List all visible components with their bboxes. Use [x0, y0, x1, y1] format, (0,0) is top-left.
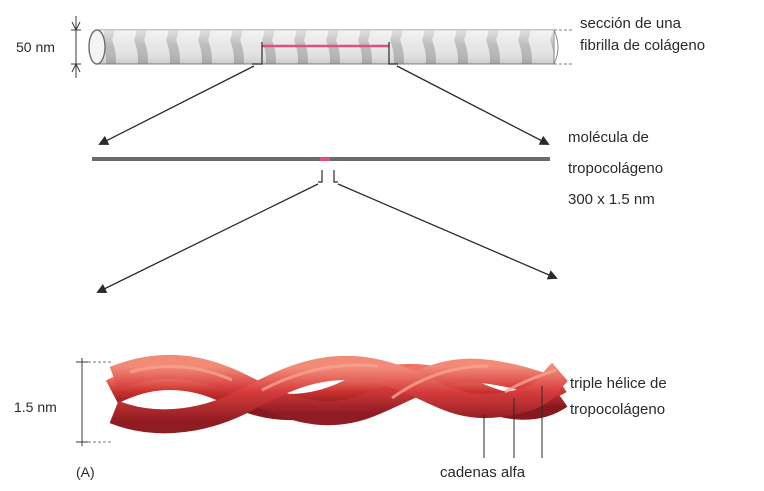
molecule-caption-line3: 300 x 1.5 nm	[568, 191, 655, 208]
molecule-zoom-bracket-right	[334, 170, 338, 182]
molecule-zoom-bracket-left	[318, 170, 322, 182]
fibril-diameter-label: 50 nm	[16, 39, 55, 55]
fibril-diameter-dimension: 50 nm	[16, 16, 81, 78]
molecule-caption-line1: molécula de	[568, 129, 649, 146]
helix-caption-line1: triple hélice de	[570, 375, 667, 392]
zoom-arrow-right-1	[397, 66, 548, 144]
zoom-arrow-left-1	[100, 66, 254, 144]
alpha-chains-label: cadenas alfa	[440, 464, 526, 481]
zoom-arrow-right-2	[338, 184, 556, 278]
molecule-caption-line2: tropocolágeno	[568, 160, 663, 177]
fibril-caption-line2: fibrilla de colágeno	[580, 37, 705, 54]
fibril-far-end	[554, 30, 558, 64]
zoom-arrow-left-2	[98, 184, 318, 292]
helix-diameter-label: 1.5 nm	[14, 399, 57, 415]
fibril-caption-line1: sección de una	[580, 15, 682, 32]
collagen-fibril	[89, 30, 558, 64]
fibril-end-cap	[89, 30, 105, 64]
helix-caption-line2: tropocolágeno	[570, 401, 665, 418]
triple-helix	[112, 365, 560, 421]
panel-label: (A)	[76, 464, 95, 480]
helix-diameter-dimension: 1.5 nm	[14, 358, 112, 446]
